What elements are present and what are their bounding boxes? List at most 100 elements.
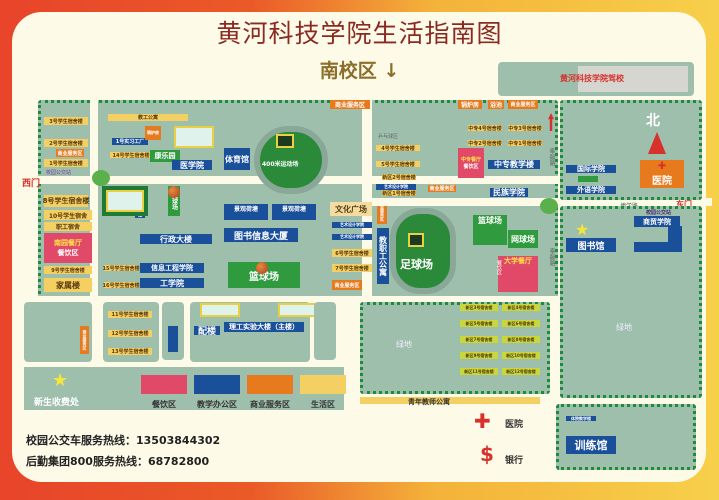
gymnasium[interactable]: 体育馆: [224, 148, 250, 170]
staff-dorm[interactable]: 职工宿舍: [44, 222, 92, 231]
dorm7[interactable]: 7号学生宿舍楼: [332, 264, 372, 272]
dorm8[interactable]: 8号学生宿舍楼: [42, 195, 90, 207]
compass-arrow-icon: [648, 132, 666, 154]
admin-building[interactable]: 行政大楼: [140, 234, 212, 244]
commerce-mid[interactable]: 商业服务区: [332, 280, 362, 290]
tech-dorm-1[interactable]: 中专1号宿舍楼: [508, 140, 542, 147]
art-design-2[interactable]: 艺术设计学院: [332, 234, 372, 240]
east-gate-label: 东门: [676, 200, 692, 209]
ethnic-college[interactable]: 民族学院: [490, 188, 528, 197]
basketball-east[interactable]: 篮球场: [473, 215, 507, 245]
south-campus-block: [360, 302, 550, 394]
science-building[interactable]: 理工实验大楼（主楼）: [224, 322, 304, 332]
hospital-cross-icon: ✚: [474, 409, 491, 433]
new-dorm-2[interactable]: 新区2号宿舍楼: [382, 174, 416, 181]
tech-restaurant-label: 中专餐厅: [460, 157, 481, 163]
dorm14[interactable]: 14号学生宿舍楼: [110, 152, 152, 159]
scenic-pond-1[interactable]: 景观荷塘: [224, 204, 268, 220]
new-dorm-building[interactable]: 新区11号宿舍楼: [460, 368, 498, 375]
new-dorm-grid: 新区3号宿舍楼新区4号宿舍楼新区5号宿舍楼新区6号宿舍楼新区7号宿舍楼新区8号宿…: [460, 304, 544, 390]
library-star-icon: ★: [575, 220, 590, 239]
dorm3[interactable]: 3号学生宿舍楼: [44, 117, 88, 125]
sports-teaching-building[interactable]: 体院教学楼: [566, 416, 596, 421]
south-east-narrow: [314, 302, 336, 360]
new-dorm-building[interactable]: 新区7号宿舍楼: [460, 336, 498, 343]
foreign-language-college[interactable]: 外语学院: [566, 186, 616, 194]
dorm2[interactable]: 2号学生宿舍楼: [44, 139, 88, 147]
boiler-room[interactable]: 锅炉房: [458, 100, 482, 109]
family-building[interactable]: 家属楼: [44, 278, 92, 292]
tech-dorm-3[interactable]: 中专3号宿舍楼: [508, 125, 542, 132]
commerce-top-2[interactable]: 商业服务区: [508, 100, 538, 109]
north-label: 北: [646, 113, 660, 129]
new-dorm-building[interactable]: 新区4号宿舍楼: [502, 304, 540, 311]
legend-swatch-dining: [141, 375, 187, 394]
bath-house[interactable]: 浴池: [488, 100, 504, 109]
medical-school[interactable]: 医学院: [172, 160, 212, 170]
tech-dorm-2[interactable]: 中专2号宿舍楼: [468, 140, 502, 147]
new-dorm-building[interactable]: 新区3号宿舍楼: [460, 304, 498, 311]
bus-stop-east: 校园公交站: [646, 210, 672, 216]
commerce-vertical[interactable]: 商业服务区: [377, 198, 387, 224]
dorm16[interactable]: 16号学生宿舍楼: [102, 282, 140, 289]
subtitle-text: 南校区: [319, 60, 377, 82]
staff-apartment-top[interactable]: 教工公寓: [108, 114, 188, 121]
dorm11[interactable]: 11号学生宿舍楼: [108, 311, 152, 318]
dorm9[interactable]: 9号学生宿舍楼: [44, 266, 92, 274]
legend-swatch-commerce: [247, 375, 293, 394]
freshman-star-icon: ★: [52, 370, 69, 391]
training-hall[interactable]: 训练馆: [566, 436, 616, 454]
tennis-court[interactable]: 网球场: [508, 230, 538, 248]
new-dorm-building[interactable]: 新区10号宿舍楼: [502, 352, 540, 359]
dorm10[interactable]: 10号学生宿舍: [44, 210, 92, 220]
university-restaurant[interactable]: 大学餐厅: [498, 256, 538, 292]
dorm12[interactable]: 12号学生宿舍楼: [108, 330, 152, 337]
art-design-1[interactable]: 艺术设计学院: [332, 222, 372, 228]
new-dorm-building[interactable]: 新区6号宿舍楼: [502, 320, 540, 327]
teacher-apartment[interactable]: 教职工公寓: [377, 228, 389, 284]
commerce-west[interactable]: 商业服务区: [56, 149, 84, 157]
dorm1[interactable]: 1号学生宿舍楼: [44, 159, 88, 167]
bank-dollar-icon: $: [480, 442, 494, 466]
commerce-south[interactable]: 商业服务区: [80, 326, 89, 354]
new-dorm-building[interactable]: 新区9号宿舍楼: [460, 352, 498, 359]
tech-dorm-4[interactable]: 中专4号宿舍楼: [468, 125, 502, 132]
tech-restaurant[interactable]: 中专餐厅餐饮区: [458, 148, 484, 178]
international-college[interactable]: 国际学院: [566, 165, 616, 173]
tech-teaching-building[interactable]: 中专教学楼: [488, 160, 540, 169]
library[interactable]: 图书馆: [566, 238, 616, 252]
scenic-pond-2[interactable]: 景观荷塘: [272, 204, 316, 220]
art-design-top[interactable]: 艺术设计学院: [376, 184, 416, 190]
dorm6[interactable]: 6号学生宿舍楼: [332, 249, 372, 257]
down-arrow-icon: ↓: [383, 60, 400, 82]
dorm4[interactable]: 4号学生宿舍楼: [376, 145, 420, 152]
new-dorm-building[interactable]: 新区8号宿舍楼: [502, 336, 540, 343]
hospital-building[interactable]: ✚医院: [640, 160, 684, 188]
dorm15[interactable]: 15号学生宿舍楼: [102, 265, 140, 272]
commerce-east[interactable]: 商业服务区: [428, 185, 456, 192]
football-field[interactable]: [390, 208, 456, 294]
dining-west[interactable]: 南园餐厅餐饮区: [44, 233, 92, 263]
engineering-college[interactable]: 工学院: [140, 278, 204, 288]
dorm13[interactable]: 13号学生宿舍楼: [108, 348, 152, 355]
driving-school-lot: [578, 66, 688, 92]
annex-building[interactable]: 配楼: [194, 326, 220, 337]
dorm5[interactable]: 5号学生宿舍楼: [376, 161, 420, 168]
new-dorm-building[interactable]: 新区5号宿舍楼: [460, 320, 498, 327]
football-icon-stadium: [276, 134, 294, 148]
culture-square[interactable]: 文化广场: [330, 202, 372, 216]
campus-subtitle: 南校区 ↓: [0, 56, 719, 83]
football-icon: [408, 233, 424, 247]
library-info-building[interactable]: 图书信息大厦: [224, 228, 298, 242]
health-park[interactable]: 康乐园: [150, 150, 180, 162]
practice-factory[interactable]: 1号实习工厂: [112, 138, 148, 145]
boiler-west[interactable]: 锅炉房: [145, 126, 161, 140]
commerce-top[interactable]: 商业服务区: [330, 100, 370, 109]
business-college[interactable]: 商贸学院: [634, 216, 680, 227]
new-dorm-building[interactable]: 新区12号宿舍楼: [502, 368, 540, 375]
small-building-south[interactable]: [168, 326, 178, 352]
info-eng-college[interactable]: 信息工程学院: [140, 263, 204, 273]
red-cross-icon: ✚: [657, 161, 667, 172]
map-title: 黄河科技学院生活指南图: [216, 19, 503, 48]
new-dorm-1[interactable]: 新区1号宿舍楼: [382, 190, 416, 197]
